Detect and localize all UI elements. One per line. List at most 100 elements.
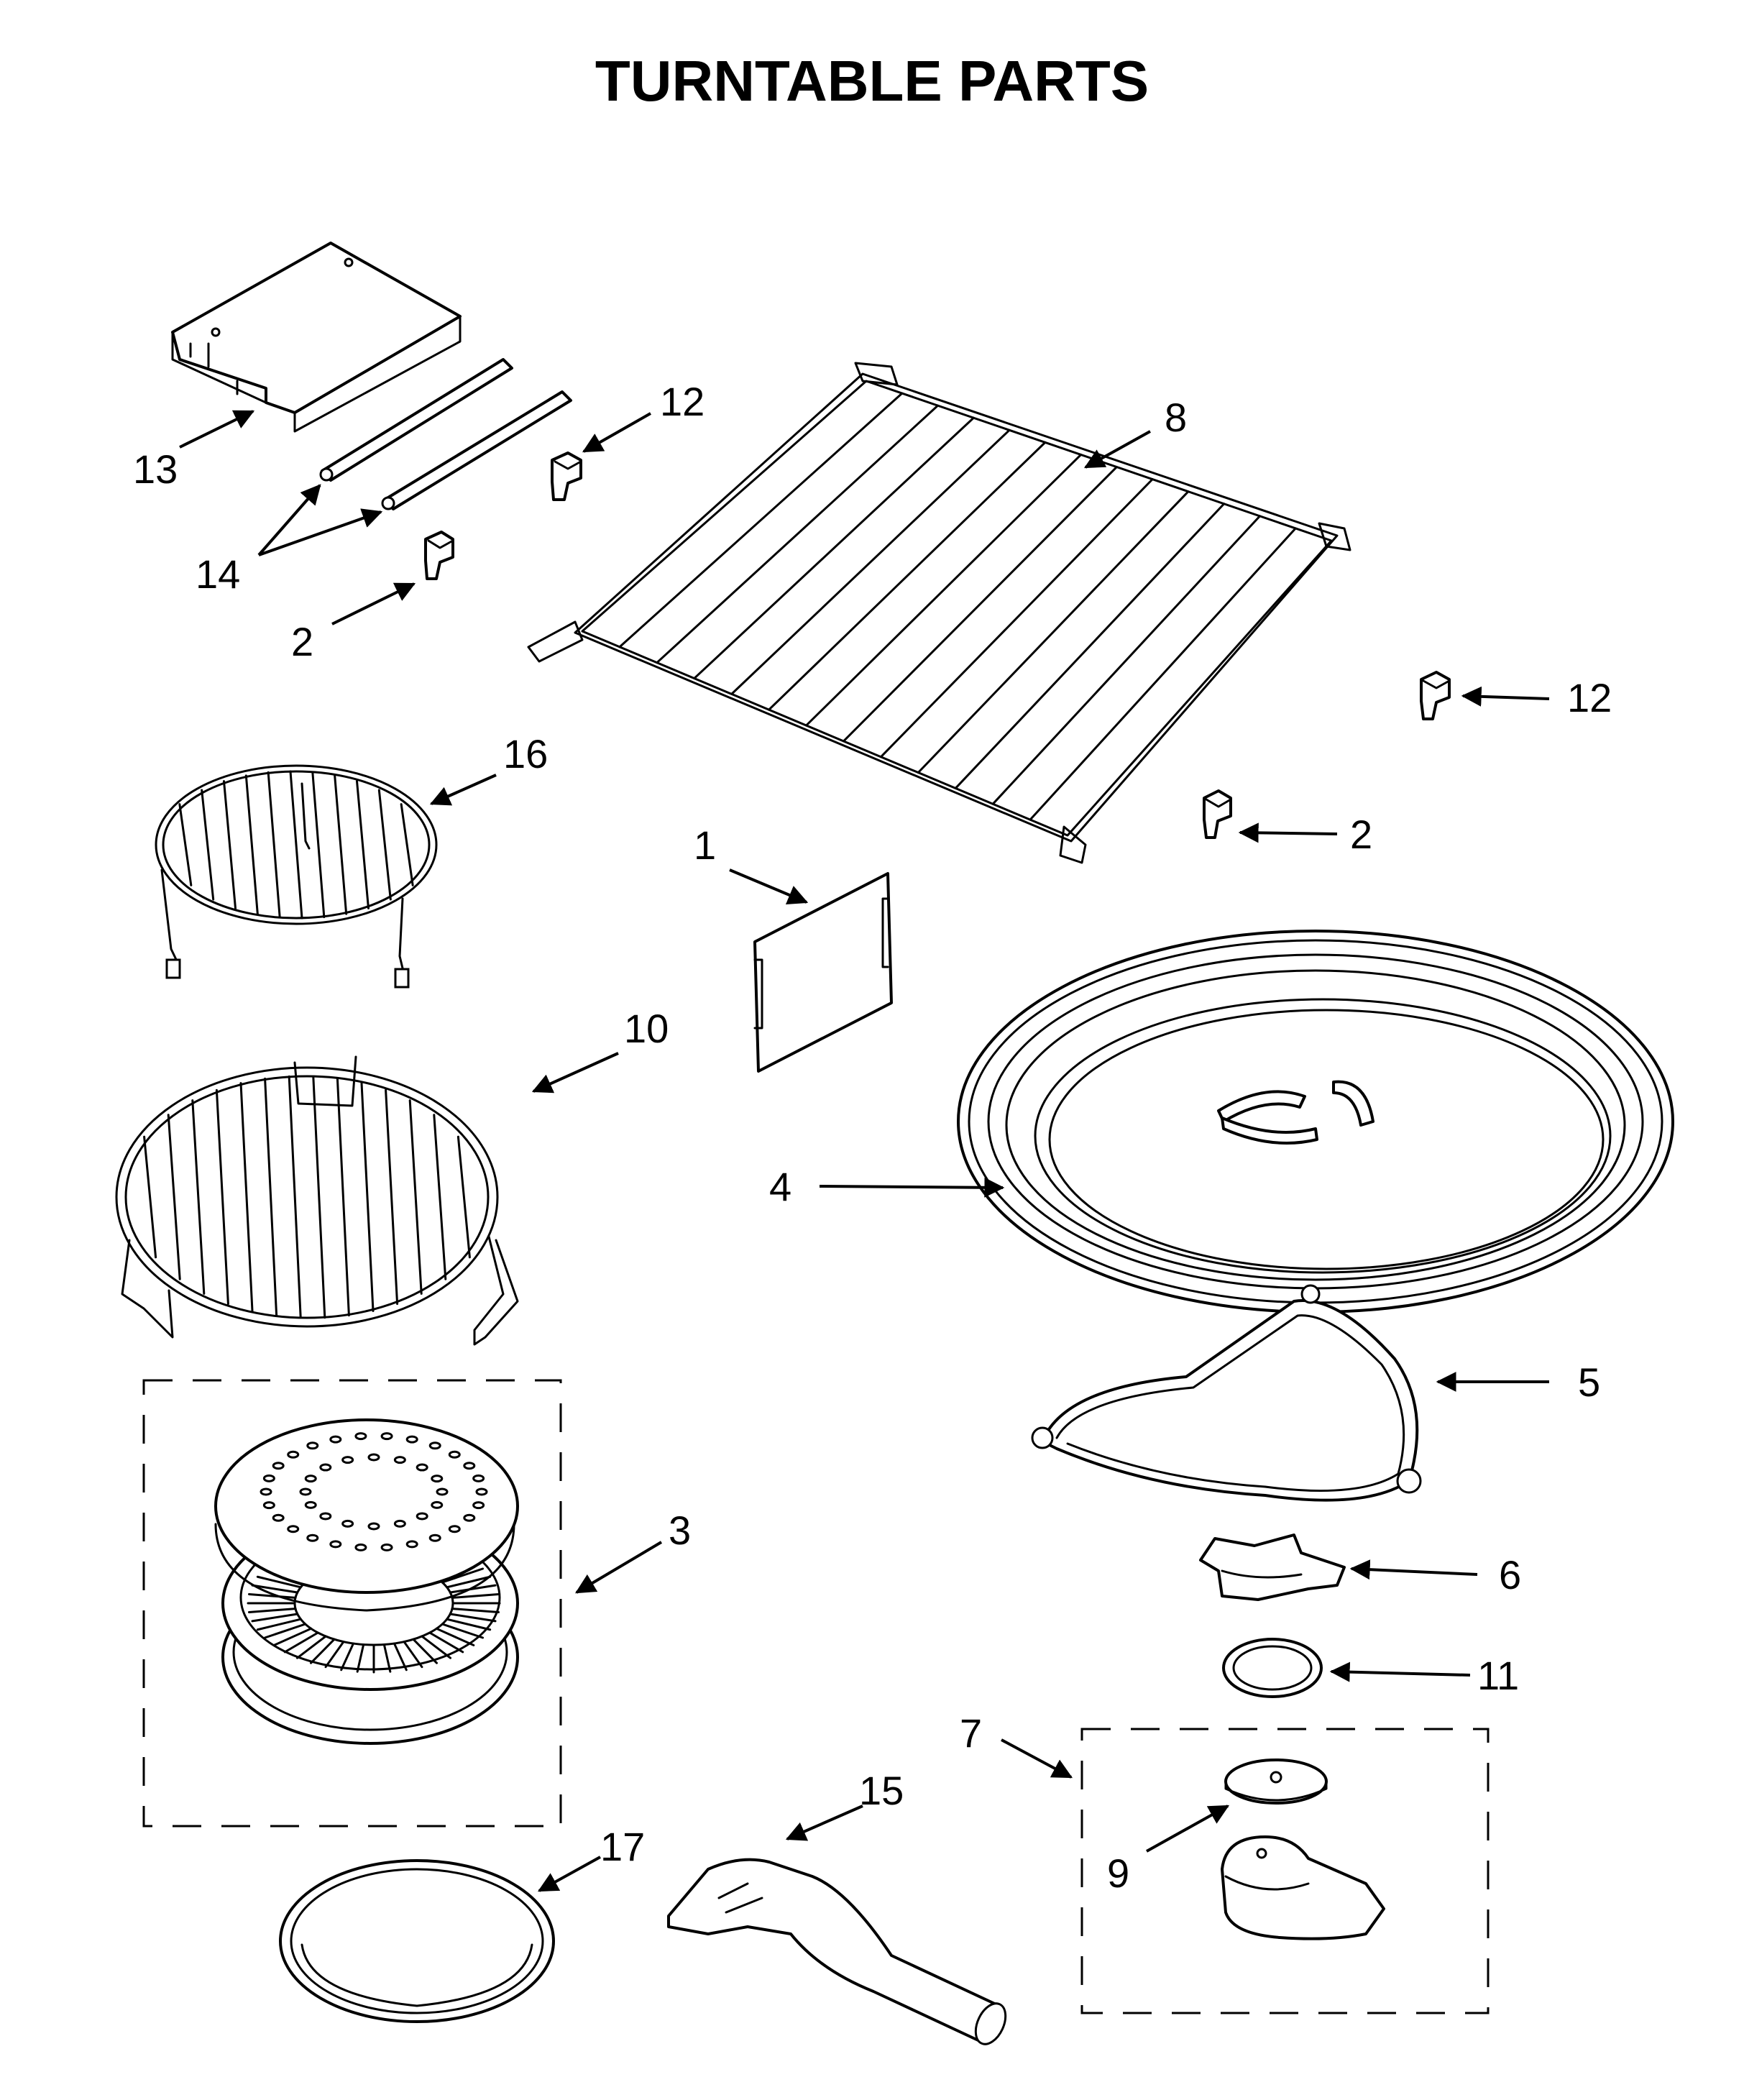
rack16-bar	[400, 803, 414, 886]
rack10-bar	[167, 1114, 181, 1280]
steamer-rib	[251, 1613, 299, 1623]
rack16-bar	[311, 771, 326, 919]
lid-hole	[405, 1540, 418, 1549]
rack10-bar	[215, 1088, 229, 1306]
steamer-rib	[263, 1623, 307, 1639]
lid-hole	[431, 1475, 444, 1483]
rack10-bar	[264, 1077, 278, 1317]
part-15-handle	[667, 1858, 1007, 2045]
lid-hole	[448, 1450, 461, 1459]
rack16-bar	[267, 771, 281, 919]
lid-hole	[405, 1435, 418, 1444]
steamer-rib	[382, 1643, 392, 1673]
steamer-rib	[256, 1618, 302, 1631]
lid-hole	[393, 1519, 406, 1528]
rack16-bar	[201, 789, 215, 901]
callout-14: 14	[196, 551, 240, 597]
part-6-coupler	[1199, 1533, 1346, 1601]
lid-hole	[304, 1475, 317, 1483]
steamer-rib	[403, 1641, 423, 1669]
steamer-rib	[428, 1631, 464, 1654]
rack16-bar	[377, 789, 392, 901]
lid-hole	[380, 1432, 393, 1441]
part-2-clip-left	[424, 531, 454, 580]
lid-hole	[319, 1463, 332, 1472]
lid-hole	[463, 1462, 476, 1470]
lid-hole	[299, 1487, 312, 1496]
rack-bar	[842, 466, 1118, 743]
callout-labels: 13 14 12 2 8 12 2 16 1 10 4 5 6 11 3 7 9…	[133, 379, 1612, 1896]
lid-hole	[306, 1533, 319, 1542]
steamer-rib	[412, 1638, 438, 1664]
steamer-rib	[435, 1627, 475, 1646]
steamer-rib	[446, 1618, 492, 1631]
lid-hole	[341, 1519, 354, 1528]
rack-bar	[730, 428, 1011, 695]
steamer-rib	[283, 1631, 319, 1654]
callout-15: 15	[859, 1768, 904, 1813]
rack16-bar	[223, 780, 237, 909]
steamer-rib	[451, 1608, 500, 1614]
callout-17: 17	[600, 1824, 645, 1869]
rack16-bar	[178, 803, 193, 886]
callout-13: 13	[133, 446, 178, 492]
callout-10: 10	[624, 1006, 669, 1051]
part-13-vent-cover	[171, 242, 462, 433]
rack-bars	[618, 392, 1297, 821]
lid-hole	[393, 1456, 406, 1464]
steamer-rib	[441, 1623, 485, 1639]
part-8-wire-rack	[527, 362, 1351, 864]
rack10-bar	[288, 1075, 302, 1319]
leader-lines	[179, 410, 1550, 1892]
callout-8: 8	[1165, 395, 1187, 440]
steamer-rib	[272, 1627, 313, 1646]
rack10-bar	[239, 1082, 254, 1312]
rack-bar	[917, 490, 1190, 774]
steamer-rib	[251, 1584, 299, 1594]
lid-hole	[416, 1463, 428, 1472]
callout-12-upper: 12	[660, 379, 705, 424]
lid-hole	[475, 1487, 488, 1496]
steamer-rib	[247, 1608, 297, 1614]
steamer-rib	[451, 1592, 500, 1599]
page-title: TURNTABLE PARTS	[595, 49, 1149, 113]
rack-bar	[879, 478, 1154, 758]
callout-7: 7	[960, 1710, 982, 1756]
rack-bar	[768, 441, 1047, 711]
rack10-bar	[408, 1099, 423, 1295]
part-16-small-rack	[155, 764, 438, 989]
part-4-turntable-tray	[957, 930, 1674, 1313]
rack-bar	[618, 392, 904, 648]
part-1-mica-plate	[753, 872, 893, 1073]
steamer-rib	[295, 1635, 327, 1659]
lid-hole	[472, 1474, 485, 1482]
lid-hole	[428, 1533, 441, 1542]
lid-hole	[306, 1441, 319, 1450]
lid-hole	[367, 1453, 380, 1462]
steamer-rib	[256, 1575, 302, 1589]
rack16-bars	[178, 770, 414, 920]
rack-bar	[805, 453, 1083, 727]
lid-hole	[448, 1525, 461, 1533]
rack10-bar	[433, 1114, 447, 1280]
steamer-rib	[310, 1638, 336, 1664]
lid-holes	[260, 1432, 488, 1551]
part-5-roller-ring	[1031, 1284, 1422, 1502]
callout-3: 3	[669, 1508, 691, 1553]
lid-hole	[304, 1500, 317, 1509]
rack-bar	[693, 416, 975, 680]
rack10-bar	[456, 1135, 471, 1259]
rack10-bar	[336, 1077, 350, 1317]
steamer-rib	[340, 1642, 355, 1672]
part-11-ring	[1222, 1638, 1323, 1698]
callout-12-right: 12	[1567, 675, 1612, 720]
lid-hole	[380, 1543, 393, 1551]
lid-hole	[272, 1513, 285, 1522]
callout-5: 5	[1578, 1360, 1600, 1405]
rack10-bar	[312, 1075, 326, 1319]
lid-hole	[319, 1512, 332, 1521]
part-7-motor-assembly	[1080, 1728, 1490, 2014]
lid-hole	[436, 1487, 449, 1496]
lid-hole	[287, 1450, 300, 1459]
rack16-bar	[244, 774, 259, 915]
